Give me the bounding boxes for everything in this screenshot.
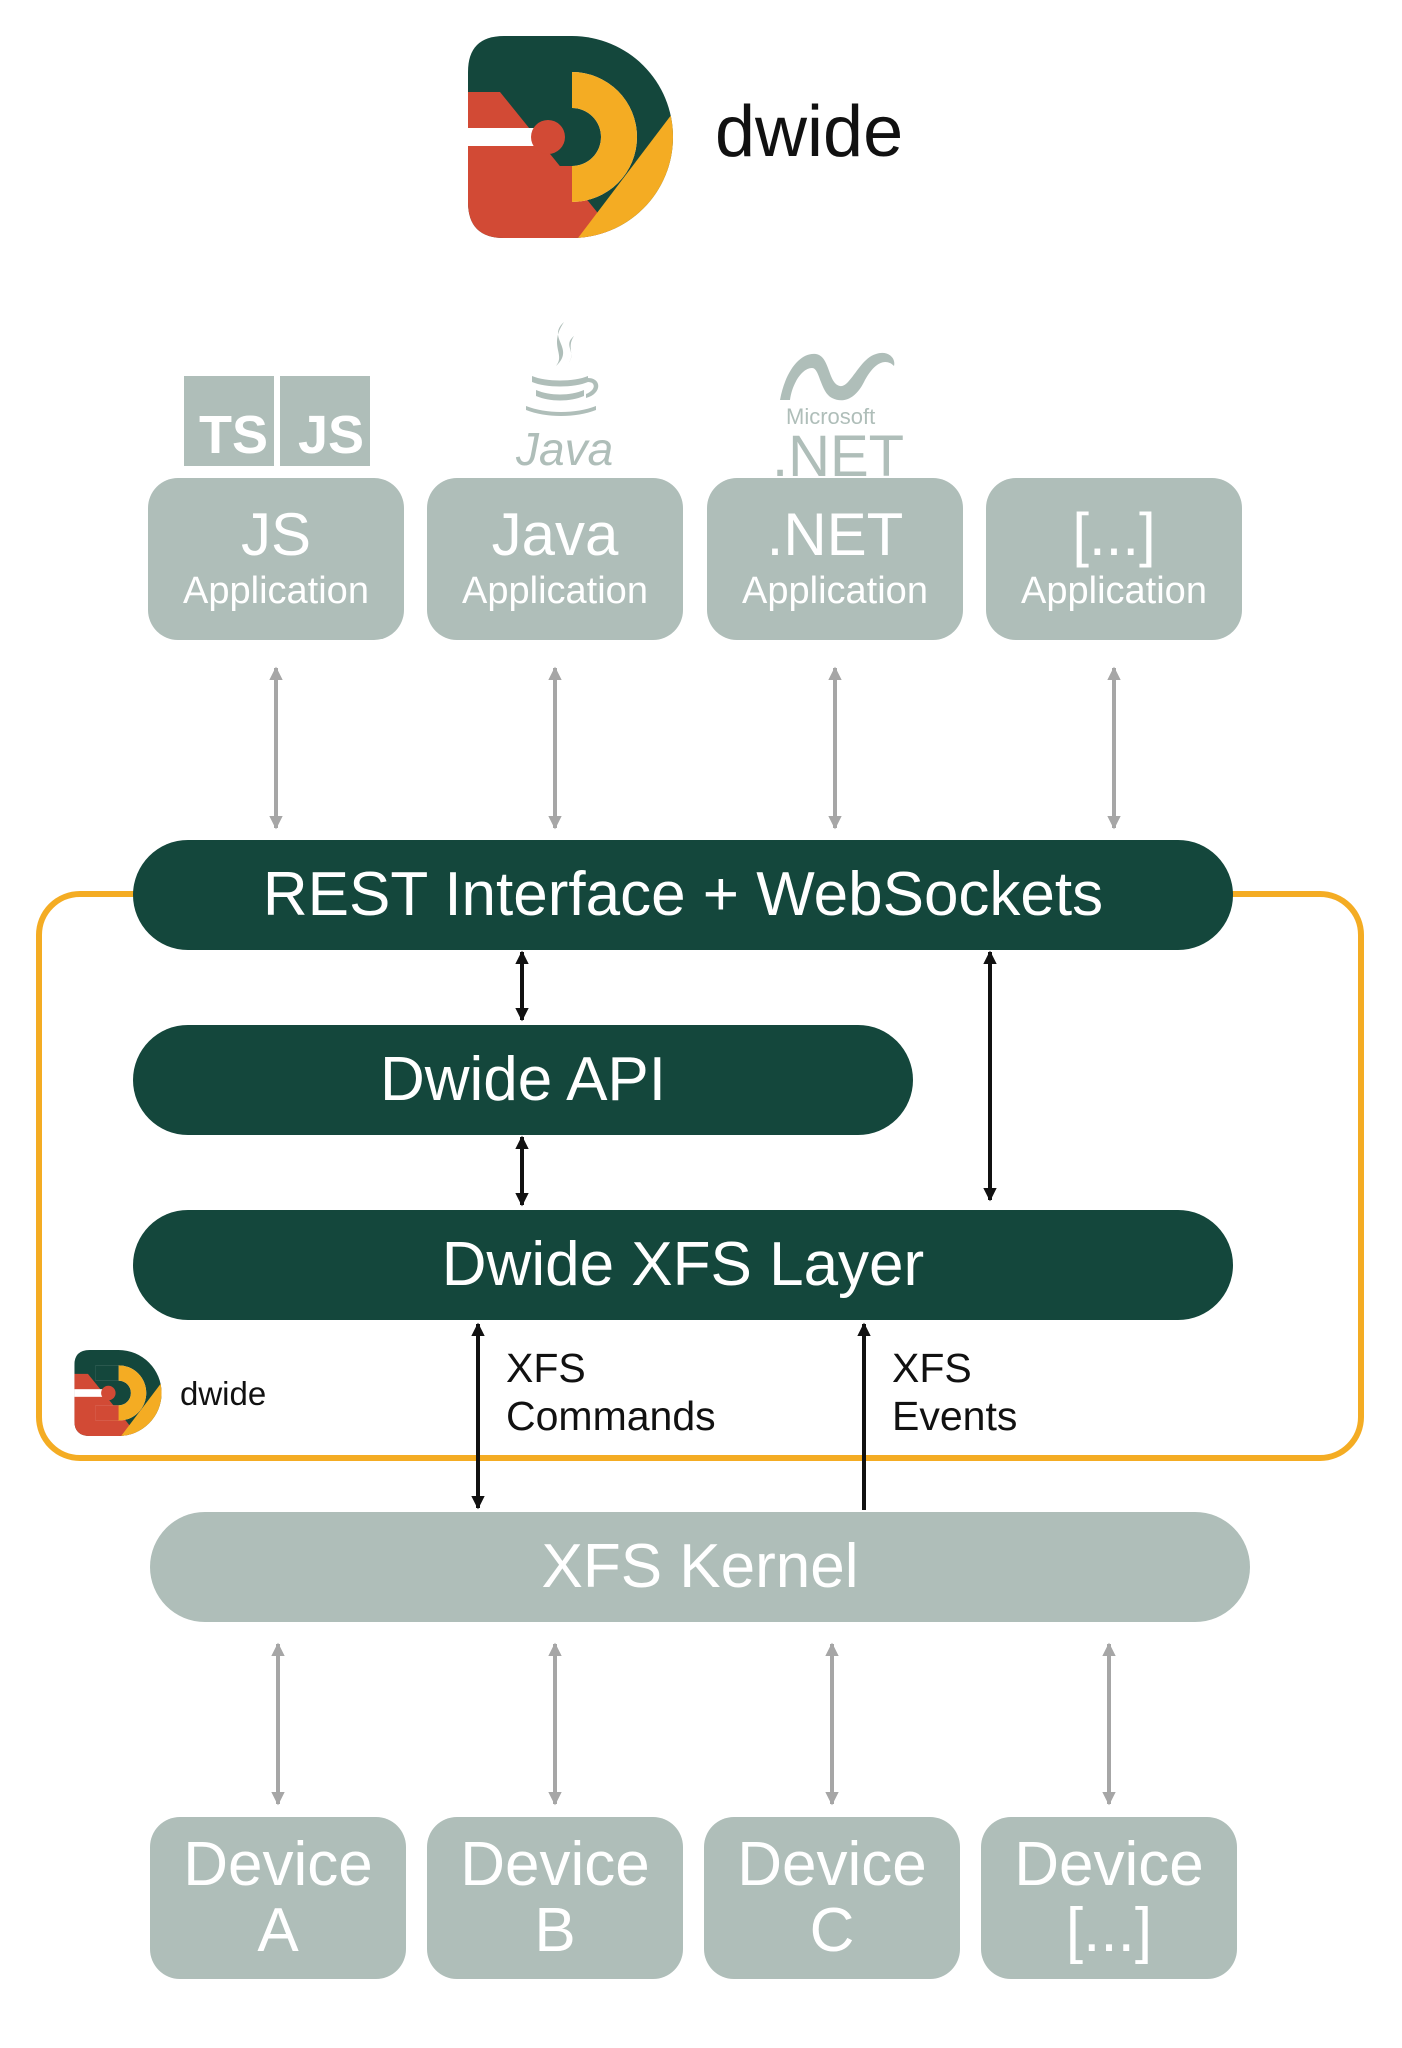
label-line: XFS	[506, 1345, 586, 1391]
device-line1: Device	[1014, 1830, 1204, 1899]
java-application-box: Java Application	[427, 478, 683, 640]
xfs-commands-label: XFS Commands	[506, 1344, 716, 1440]
layer-label: XFS Kernel	[541, 1532, 859, 1601]
java-cup-icon	[526, 322, 599, 416]
label-line: Events	[892, 1393, 1018, 1439]
device-line1: Device	[737, 1830, 927, 1899]
xfs-kernel-layer: XFS Kernel	[150, 1512, 1250, 1622]
app-subtitle: Application	[742, 570, 928, 612]
xfs-events-label: XFS Events	[892, 1344, 1017, 1440]
app-subtitle: Application	[462, 570, 648, 612]
app-title: JS	[240, 501, 312, 568]
device-line2: [...]	[1065, 1896, 1153, 1965]
java-text: Java	[516, 423, 614, 475]
device-c-box: Device C	[704, 1817, 960, 1979]
dwide-xfs-layer: Dwide XFS Layer	[133, 1210, 1233, 1320]
device-a-box: Device A	[150, 1817, 406, 1979]
container-brand-name: dwide	[180, 1375, 267, 1412]
app-subtitle: Application	[1021, 570, 1207, 612]
label-line: XFS	[892, 1345, 972, 1391]
layer-label: Dwide API	[379, 1045, 667, 1114]
dotnet-application-box: .NET Application	[707, 478, 963, 640]
typescript-logo-icon: TS	[184, 376, 274, 466]
label-line: Commands	[506, 1393, 716, 1439]
other-application-box: [...] Application	[986, 478, 1242, 640]
dotnet-text: .NET	[772, 424, 905, 489]
app-title: Java	[491, 501, 619, 568]
device-other-box: Device [...]	[981, 1817, 1237, 1979]
rest-websockets-layer: REST Interface + WebSockets	[133, 840, 1233, 950]
dwide-logo-icon	[468, 36, 673, 238]
device-line2: B	[534, 1896, 576, 1965]
ts-text: TS	[198, 405, 268, 465]
dotnet-wave-icon	[780, 352, 895, 401]
layer-label: REST Interface + WebSockets	[262, 860, 1104, 929]
dwide-api-layer: Dwide API	[133, 1025, 913, 1135]
app-title: [...]	[1072, 501, 1156, 568]
javascript-logo-icon: JS	[280, 376, 370, 466]
device-line1: Device	[460, 1830, 650, 1899]
app-title: .NET	[766, 501, 904, 568]
layer-label: Dwide XFS Layer	[441, 1230, 925, 1299]
app-subtitle: Application	[183, 570, 369, 612]
microsoft-text: Microsoft	[786, 404, 876, 429]
device-line2: A	[257, 1896, 299, 1965]
device-line1: Device	[183, 1830, 373, 1899]
brand-name: dwide	[715, 92, 904, 172]
device-line2: C	[809, 1896, 855, 1965]
dwide-small-logo-icon	[74, 1350, 162, 1436]
js-application-box: JS Application	[148, 478, 404, 640]
device-b-box: Device B	[427, 1817, 683, 1979]
js-text: JS	[297, 405, 364, 465]
